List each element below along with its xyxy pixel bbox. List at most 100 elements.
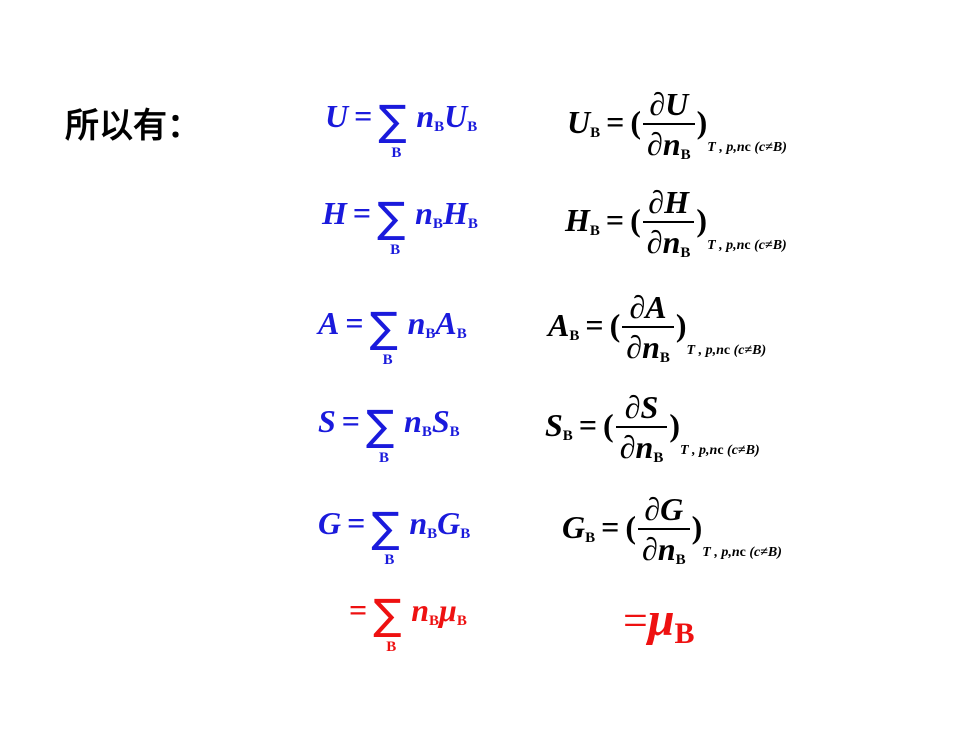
equals-sign: = xyxy=(349,592,368,628)
condition-vars: T , p,n xyxy=(707,140,745,156)
partial-symbol-sub: B xyxy=(467,119,478,135)
partial-symbol-sub: B xyxy=(467,216,478,232)
partial-fraction: ∂U∂nB xyxy=(643,85,695,174)
condition-tail: (c≠B) xyxy=(754,238,787,254)
sigma-symbol: ∑ xyxy=(378,96,407,146)
sum-index: B xyxy=(391,145,402,162)
condition-sub: c xyxy=(744,140,751,156)
partial-fraction: ∂G∂nB xyxy=(638,490,690,579)
sigma-symbol: ∑ xyxy=(369,303,398,353)
heading: 所以有： xyxy=(65,106,201,146)
den-sub: B xyxy=(680,147,691,163)
open-paren: ( xyxy=(609,307,621,344)
condition-sub: c xyxy=(717,443,724,459)
equals-sign: = xyxy=(623,596,648,645)
sum-index: B xyxy=(382,352,393,369)
fraction-bar xyxy=(643,123,695,125)
summation: ∑B xyxy=(366,402,404,467)
sum-lhs: H xyxy=(322,195,347,231)
sum-index: B xyxy=(390,242,401,259)
mole-number: n xyxy=(411,592,430,628)
mu-sub: B xyxy=(674,617,695,650)
fraction-numerator: ∂S xyxy=(624,389,659,425)
fraction-numerator: ∂H xyxy=(648,184,689,220)
partial-lhs: S xyxy=(545,407,563,444)
open-paren: ( xyxy=(603,407,614,444)
close-paren: ) xyxy=(669,407,680,444)
equals-sign: = xyxy=(345,305,364,341)
condition-tail: (c≠B) xyxy=(749,545,782,561)
open-paren: ( xyxy=(630,104,642,141)
fraction-numerator: ∂A xyxy=(629,289,667,325)
den-sub: B xyxy=(675,552,686,568)
fraction-bar xyxy=(622,326,674,328)
partial-lhs-sub: B xyxy=(569,328,580,345)
sum-lhs: S xyxy=(318,403,336,439)
partial-fraction: ∂H ∂nB xyxy=(642,183,695,272)
partial-symbol: H xyxy=(442,195,468,231)
partial-fraction: ∂A∂nB xyxy=(622,288,674,377)
condition: T , p,nc (c≠B) xyxy=(680,443,760,458)
close-paren: ) xyxy=(675,307,687,344)
open-paren: ( xyxy=(630,202,641,239)
fraction-bar xyxy=(615,426,668,428)
fraction-numerator: ∂U xyxy=(649,86,689,122)
mole-number-sub: B xyxy=(421,424,432,440)
condition: T , p,nc (c≠B) xyxy=(687,343,767,358)
partial-equation-u: UB=(∂U∂nB)T , p,nc (c≠B) xyxy=(567,85,787,174)
close-paren: ) xyxy=(696,202,708,239)
mole-number: n xyxy=(404,403,422,439)
sum-index: B xyxy=(386,639,397,656)
mole-number-sub: B xyxy=(427,526,438,542)
condition: T , p,nc (c≠B) xyxy=(707,238,787,253)
condition-vars: T , p,n xyxy=(679,443,718,459)
partial-symbol: G xyxy=(437,505,461,541)
partial-symbol-sub: B xyxy=(456,326,467,342)
mu-symbol: μ xyxy=(439,592,457,628)
den-sub: B xyxy=(680,245,691,261)
partial-symbol: S xyxy=(431,403,450,439)
sum-index: B xyxy=(384,552,395,569)
sigma-symbol: ∑ xyxy=(373,590,402,640)
den-n: ∂n xyxy=(642,531,676,567)
partial-lhs-sub: B xyxy=(585,530,596,547)
mole-number: n xyxy=(407,305,426,341)
sum-index: B xyxy=(379,450,390,467)
open-paren: ( xyxy=(625,509,637,546)
equals-sign: = xyxy=(578,407,598,444)
equals-sign: = xyxy=(601,509,620,546)
partial-symbol: A xyxy=(435,305,457,341)
fraction-denominator: ∂nB xyxy=(638,530,690,579)
partial-lhs: H xyxy=(565,202,590,239)
partial-fraction: ∂S∂nB xyxy=(615,388,668,477)
close-paren: ) xyxy=(691,509,703,546)
mu-symbol: μ xyxy=(647,593,675,646)
den-n: ∂n xyxy=(619,429,654,465)
sum-lhs: A xyxy=(318,305,340,341)
summation: ∑B xyxy=(378,97,416,162)
partial-equation-h: H B =(∂H ∂nB)T , p,nc (c≠B) xyxy=(565,183,787,272)
condition-tail: (c≠B) xyxy=(754,140,787,156)
partial-lhs: G xyxy=(562,509,586,546)
partial-lhs: A xyxy=(548,307,570,344)
sum-lhs: G xyxy=(318,505,342,541)
partial-lhs-sub: B xyxy=(590,125,601,142)
partial-symbol: U xyxy=(444,98,468,134)
mole-number-sub: B xyxy=(434,119,445,135)
condition-vars: T , p,n xyxy=(707,238,745,254)
mole-number: n xyxy=(415,195,433,231)
den-n: ∂n xyxy=(626,329,660,365)
close-paren: ) xyxy=(696,104,708,141)
equals-sign: = xyxy=(354,98,373,134)
summation: ∑B xyxy=(371,504,409,569)
fraction-denominator: ∂nB xyxy=(616,428,668,477)
mole-number: n xyxy=(416,98,435,134)
fraction-denominator: ∂nB xyxy=(643,125,695,174)
den-n: ∂n xyxy=(646,224,681,260)
equals-sign: = xyxy=(605,202,625,239)
